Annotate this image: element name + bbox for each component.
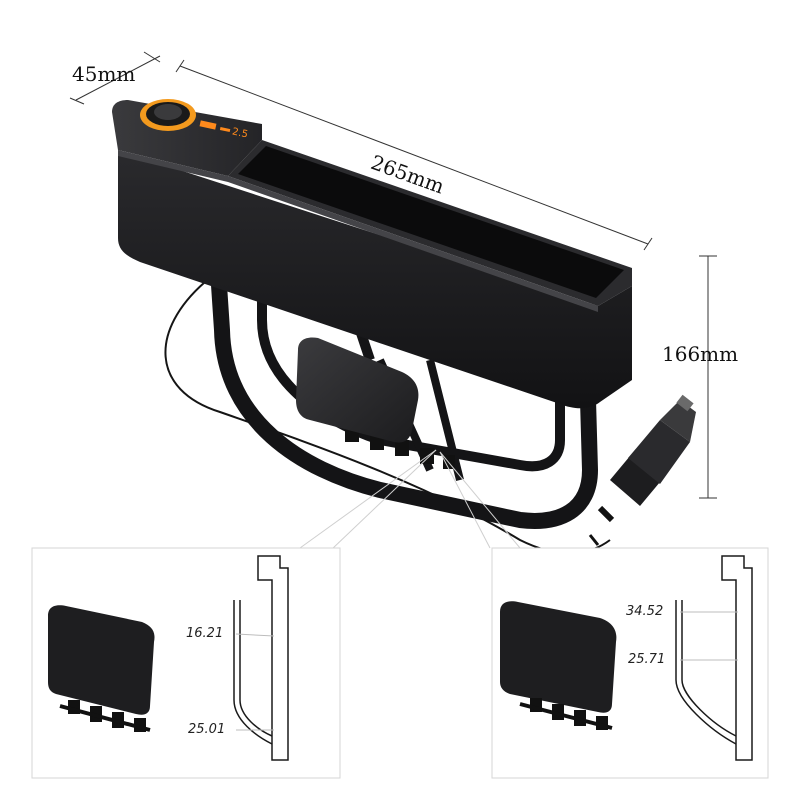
dimension-lines (69, 51, 717, 499)
right-detail-pad (500, 601, 617, 730)
left-top-gap-label: 16.21 (186, 626, 224, 641)
right-clip-profile (675, 555, 753, 761)
left-measure-arrows (235, 633, 275, 731)
car-charger-plug (588, 394, 696, 546)
right-top-gap-label: 34.52 (626, 604, 664, 619)
usb-panel (199, 120, 231, 133)
right-measure-arrows (680, 611, 738, 661)
organizer-body (112, 100, 632, 409)
right-bottom-gap-label: 25.71 (628, 652, 666, 667)
power-button-ring (140, 99, 196, 131)
left-clip-profile (233, 555, 289, 761)
depth-label: 45mm (72, 62, 136, 86)
left-detail-pad (48, 605, 155, 732)
height-label: 166mm (662, 342, 739, 366)
left-bottom-gap-label: 25.01 (188, 722, 226, 737)
clip-pad (296, 337, 419, 443)
